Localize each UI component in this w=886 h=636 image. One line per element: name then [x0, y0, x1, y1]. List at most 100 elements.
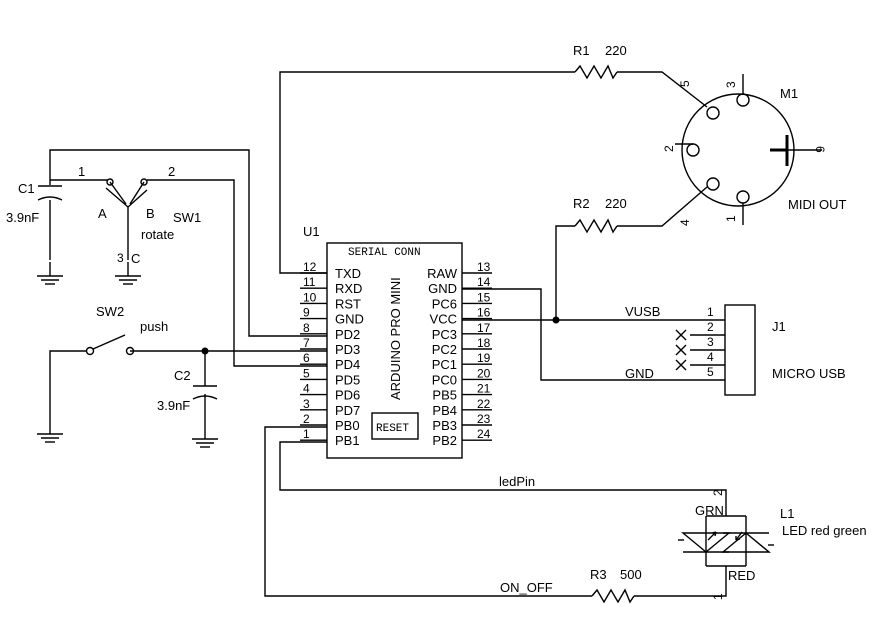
u1-pin-number: 23	[477, 412, 491, 426]
u1-pin-name: GND	[335, 312, 364, 327]
u1-pin-name: RAW	[427, 266, 458, 281]
r3-resistor: R3 500	[590, 567, 642, 604]
u1-pin-name: PB3	[432, 418, 457, 433]
r3-value: 500	[620, 567, 642, 582]
m1-pin-4: 4	[678, 219, 692, 226]
sw2-type: push	[140, 319, 168, 334]
r3-ref: R3	[590, 567, 607, 582]
u1-pin-name: PB2	[432, 433, 457, 448]
u1-right-pins: 13RAW14GND15PC616VCC17PC318PC219PC120PC0…	[427, 260, 492, 448]
u1-pin-number: 12	[303, 260, 317, 274]
u1-pin-number: 15	[477, 290, 491, 304]
j1-pin-3: 3	[707, 335, 714, 349]
j1-pin-1: 1	[707, 305, 714, 319]
c2-capacitor: C2 3.9nF	[157, 368, 219, 448]
u1-pin-number: 18	[477, 336, 491, 350]
u1-pin-name: PD6	[335, 388, 360, 403]
net-label-gnd: GND	[625, 366, 654, 381]
ground-symbol-c2	[191, 424, 219, 448]
u1-pin-number: 16	[477, 306, 491, 320]
u1-pin-name: PD5	[335, 372, 360, 387]
sw1-pin1: 1	[78, 164, 85, 179]
net-label-vusb: VUSB	[625, 304, 660, 319]
u1-pin-number: 9	[303, 306, 310, 320]
u1-pin-number: 19	[477, 351, 491, 365]
u1-pin-name: PB5	[432, 388, 457, 403]
sw1-ref: SW1	[173, 210, 201, 225]
m1-pin-2: 2	[662, 145, 676, 152]
r2-value: 220	[605, 196, 627, 211]
j1-micro-usb-connector: J1 MICRO USB 1 2 3 4 5	[675, 304, 846, 396]
net-label-ledpin: ledPin	[499, 474, 535, 489]
u1-pin-name: GND	[428, 281, 457, 296]
u1-ref: U1	[303, 224, 320, 239]
m1-pin-3: 3	[724, 81, 738, 88]
u1-pin-number: 1	[303, 427, 310, 441]
u1-pin-name: PC3	[432, 327, 457, 342]
sw1-type: rotate	[141, 227, 174, 242]
sw1-pin2: 2	[168, 164, 175, 179]
u1-pin-number: 7	[303, 336, 310, 350]
u1-pin-number: 2	[303, 412, 310, 426]
c1-ref: C1	[18, 181, 35, 196]
j1-pin-5: 5	[707, 365, 714, 379]
u1-arduino-pro-mini: SERIAL CONN U1 ARDUINO PRO MINI RESET 12…	[300, 224, 492, 459]
r1-value: 220	[605, 43, 627, 58]
ground-symbol-c1	[36, 261, 64, 285]
u1-pin-number: 22	[477, 397, 491, 411]
l1-pin-2: 2	[711, 489, 725, 496]
r1-resistor: R1 220	[573, 43, 627, 80]
junction-dot-vcc	[552, 316, 560, 324]
u1-pin-name: RXD	[335, 281, 362, 296]
sw2-push-switch: SW2 push	[36, 304, 168, 443]
u1-pin-name: PD3	[335, 342, 360, 357]
l1-led-red-green: L1 LED red green GRN RED 2 1	[678, 489, 867, 600]
r1-ref: R1	[573, 43, 590, 58]
u1-pin-name: PD2	[335, 327, 360, 342]
u1-pin-number: 5	[303, 366, 310, 380]
l1-label: LED red green	[782, 523, 867, 538]
no-connect-marks	[675, 329, 687, 371]
j1-pin-4: 4	[707, 350, 714, 364]
j1-pin-2: 2	[707, 320, 714, 334]
c1-capacitor: C1 3.9nF	[6, 181, 64, 285]
u1-pin-number: 17	[477, 321, 491, 335]
sw1-pin-a: A	[98, 206, 107, 221]
j1-label: MICRO USB	[772, 366, 846, 381]
sw1-pin3: 3	[117, 251, 124, 265]
u1-pin-number: 3	[303, 397, 310, 411]
u1-pin-name: PD4	[335, 357, 360, 372]
u1-pin-number: 21	[477, 382, 491, 396]
r2-ref: R2	[573, 196, 590, 211]
u1-pin-number: 10	[303, 290, 317, 304]
m1-midi-connector: M1 MIDI OUT 5 3 2 6 4 1	[662, 74, 847, 226]
u1-pin-number: 8	[303, 321, 310, 335]
r2-resistor: R2 220	[573, 196, 627, 234]
c2-ref: C2	[174, 368, 191, 383]
u1-pin-name: PC6	[432, 296, 457, 311]
u1-pin-number: 6	[303, 351, 310, 365]
u1-pin-name: TXD	[335, 266, 361, 281]
u1-pin-number: 14	[477, 275, 491, 289]
junction-dot-pd3	[201, 347, 209, 355]
l1-grn-label: GRN	[695, 503, 724, 518]
net-label-on-off: ON_OFF	[500, 580, 553, 595]
ground-symbol-sw2	[36, 419, 64, 443]
u1-pin-name: PB0	[335, 418, 360, 433]
m1-pin-1: 1	[724, 215, 738, 222]
u1-pin-name: PC0	[432, 372, 457, 387]
u1-header: SERIAL CONN	[348, 247, 421, 259]
u1-pin-name: VCC	[430, 312, 457, 327]
sw1-rotate-switch: 1 2 A B SW1 rotate C 3	[78, 164, 201, 285]
u1-pin-number: 20	[477, 366, 491, 380]
m1-ref: M1	[780, 86, 798, 101]
m1-pin-6: 6	[813, 146, 827, 153]
u1-pin-name: PC2	[432, 342, 457, 357]
u1-pin-name: PB4	[432, 403, 457, 418]
l1-ref: L1	[780, 506, 794, 521]
sw1-pin-b: B	[146, 206, 155, 221]
u1-pin-name: PC1	[432, 357, 457, 372]
u1-pin-name: PD7	[335, 403, 360, 418]
